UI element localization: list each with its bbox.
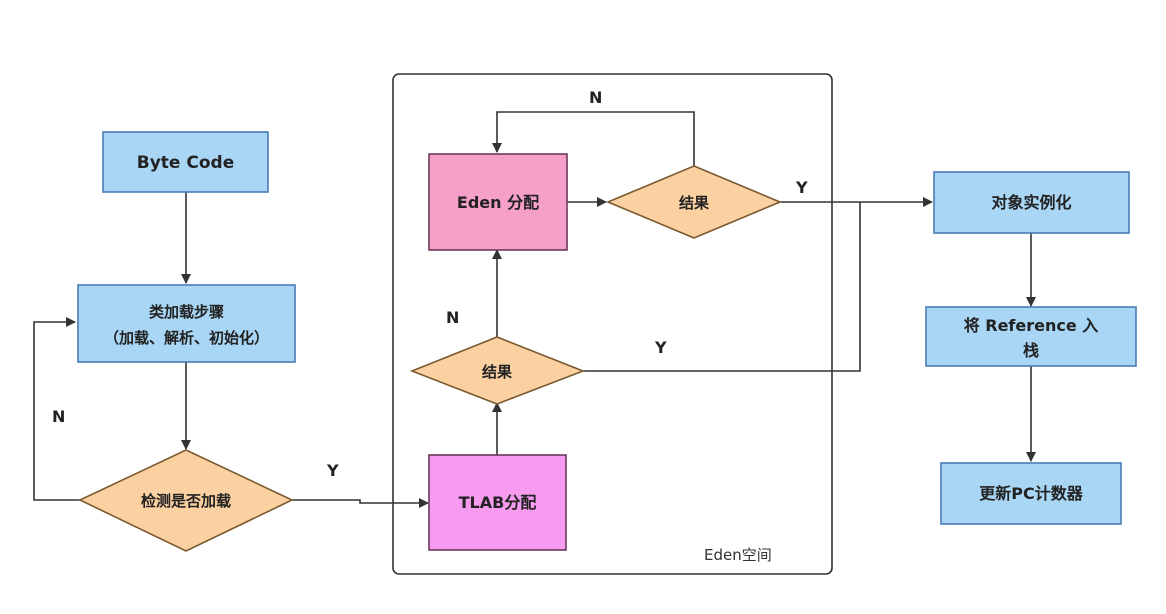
node-push-reference-line1: 将 Reference 入 — [964, 316, 1099, 335]
node-tlab-result-label: 结果 — [482, 363, 513, 381]
node-object-instantiation-label: 对象实例化 — [991, 193, 1071, 212]
node-object-instantiation: 对象实例化 — [933, 171, 1130, 234]
node-class-loading-line1: 类加载步骤 — [149, 303, 224, 321]
node-update-pc-label: 更新PC计数器 — [979, 484, 1083, 503]
connectors — [33, 111, 1036, 508]
node-byte-code: Byte Code — [102, 131, 269, 193]
node-eden-result: 结果 — [605, 165, 783, 239]
eden-space-container — [392, 73, 833, 575]
label-tlab-yes: Y — [654, 338, 667, 357]
label-tlab-no: N — [446, 308, 459, 327]
label-eden-no: N — [589, 88, 602, 107]
node-update-pc: 更新PC计数器 — [940, 462, 1122, 525]
edge-check-no — [33, 317, 80, 501]
label-eden-yes: Y — [795, 178, 808, 197]
node-eden-alloc-label: Eden 分配 — [457, 193, 539, 212]
edge-tlab-result-yes — [583, 202, 861, 372]
node-eden-alloc: Eden 分配 — [428, 153, 568, 251]
node-eden-result-label: 结果 — [679, 194, 710, 212]
node-tlab-alloc: TLAB分配 — [428, 454, 567, 551]
node-tlab-result: 结果 — [409, 336, 586, 405]
edge-eden-result-no — [492, 111, 695, 166]
edge-check-yes — [292, 498, 429, 508]
eden-space-label: Eden空间 — [704, 546, 772, 564]
label-check-no: N — [52, 407, 65, 426]
node-class-loading: 类加载步骤 （加载、解析、初始化） — [77, 284, 296, 363]
node-push-reference-line2: 栈 — [1023, 341, 1039, 360]
label-check-yes: Y — [326, 461, 339, 480]
node-check-loaded: 检测是否加载 — [78, 449, 294, 552]
node-byte-code-label: Byte Code — [137, 153, 234, 173]
node-check-loaded-label: 检测是否加载 — [141, 492, 231, 510]
node-tlab-alloc-label: TLAB分配 — [459, 493, 537, 512]
node-class-loading-line2: （加载、解析、初始化） — [104, 329, 269, 347]
node-push-reference: 将 Reference 入 栈 — [925, 306, 1137, 367]
